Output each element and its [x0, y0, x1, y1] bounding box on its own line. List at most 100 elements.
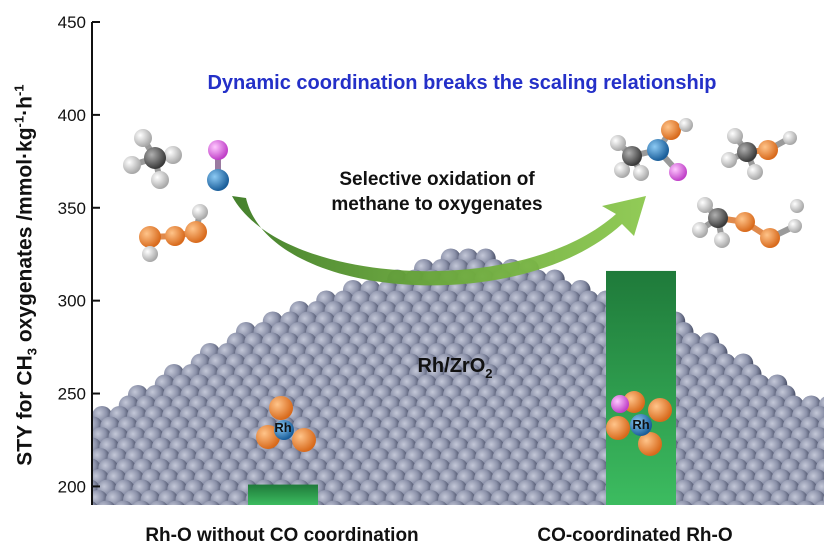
atom — [783, 131, 797, 145]
surface-atom — [92, 501, 98, 505]
surface-atom — [333, 490, 353, 505]
atom — [614, 162, 630, 178]
surface-label: Rh/ZrO2 — [417, 355, 492, 381]
surface-atom — [578, 490, 598, 505]
arrow-label-line1: Selective oxidation of — [339, 169, 535, 190]
surface-atom — [438, 490, 458, 505]
surface-atom — [745, 500, 763, 505]
metal-label-left: Rh — [274, 420, 291, 435]
surface-atom — [0, 490, 3, 510]
atom — [669, 163, 687, 181]
surface-atom — [797, 500, 815, 505]
atom — [622, 146, 642, 166]
surface-atom — [150, 500, 168, 505]
surface-atom — [115, 500, 133, 505]
atom — [721, 152, 737, 168]
surface-atom — [570, 500, 588, 505]
surface-atom — [508, 490, 528, 505]
y-tick-label: 250 — [58, 385, 86, 404]
surface-atom — [403, 490, 423, 505]
surface-atom — [675, 500, 693, 505]
y-tick-label: 400 — [58, 106, 86, 125]
surface-atom — [823, 495, 824, 505]
surface-atom — [455, 490, 476, 505]
surface-atom — [700, 490, 721, 505]
surface-atom — [473, 490, 493, 505]
surface-atom — [47, 438, 67, 458]
surface-atom — [158, 490, 178, 505]
x-category-label-1: Rh-O without CO coordination — [145, 525, 418, 546]
atom — [647, 139, 669, 161]
surface-atom — [826, 427, 834, 447]
surface-atom — [430, 500, 448, 505]
surface-atom — [92, 454, 93, 462]
molecule-illustrations — [123, 118, 804, 456]
atom — [192, 204, 208, 220]
bar-2 — [606, 270, 676, 505]
atom — [735, 212, 755, 232]
surface-atom — [447, 500, 465, 505]
atom — [633, 165, 649, 181]
surface-label-subscript: 2 — [485, 366, 492, 381]
surface-atom — [175, 490, 196, 505]
atom — [679, 118, 693, 132]
surface-atom — [500, 500, 518, 505]
surface-atom — [193, 490, 213, 505]
surface-atom — [465, 500, 483, 505]
surface-atom — [202, 500, 220, 505]
atom — [185, 221, 207, 243]
surface-atom — [63, 459, 83, 479]
atom — [610, 135, 626, 151]
surface-atom — [735, 490, 756, 505]
surface-atom — [552, 500, 570, 505]
atom — [697, 197, 713, 213]
atom — [760, 228, 780, 248]
surface-atom — [815, 500, 824, 505]
atom — [747, 164, 763, 180]
surface-atom — [560, 490, 581, 505]
surface-atom — [770, 490, 791, 505]
surface-atom — [788, 490, 808, 505]
atom — [648, 398, 672, 422]
surface-atom — [710, 500, 728, 505]
atom — [208, 140, 228, 160]
surface-atom — [490, 490, 511, 505]
surface-atom — [140, 490, 161, 505]
atom — [207, 169, 229, 191]
atom — [123, 156, 141, 174]
surface-atom — [56, 427, 76, 447]
atom — [165, 226, 185, 246]
surface-atom — [123, 490, 143, 505]
surface-atom — [64, 438, 84, 458]
surface-atom — [342, 500, 360, 505]
x-category-label-2: CO-coordinated Rh-O — [537, 525, 732, 546]
surface-atom — [780, 500, 798, 505]
atom — [692, 222, 708, 238]
arrow-label-line2: methane to oxygenates — [331, 194, 542, 215]
y-axis-label: STY for CH3 oxygenates /mmol·kg-1·h-1 — [11, 84, 41, 466]
surface-atom — [97, 500, 115, 505]
atom — [727, 128, 743, 144]
atom — [630, 414, 652, 436]
bar-1 — [248, 484, 318, 505]
surface-atom — [360, 500, 378, 505]
atom — [638, 432, 662, 456]
surface-atom — [525, 490, 546, 505]
atom — [139, 226, 161, 248]
surface-atom — [683, 490, 703, 505]
y-tick-label: 450 — [58, 13, 86, 32]
surface-atom — [805, 490, 824, 505]
surface-atom — [718, 490, 738, 505]
surface-atom — [105, 490, 126, 505]
surface-atom — [210, 490, 231, 505]
atom — [708, 208, 728, 228]
surface-atom — [44, 501, 64, 521]
surface-atom — [325, 500, 343, 505]
atom — [134, 129, 152, 147]
surface-atom — [385, 490, 406, 505]
surface-atom — [827, 406, 834, 426]
surface-atom — [167, 500, 185, 505]
atom — [623, 391, 645, 413]
surface-atom — [46, 459, 66, 479]
atom — [737, 142, 757, 162]
